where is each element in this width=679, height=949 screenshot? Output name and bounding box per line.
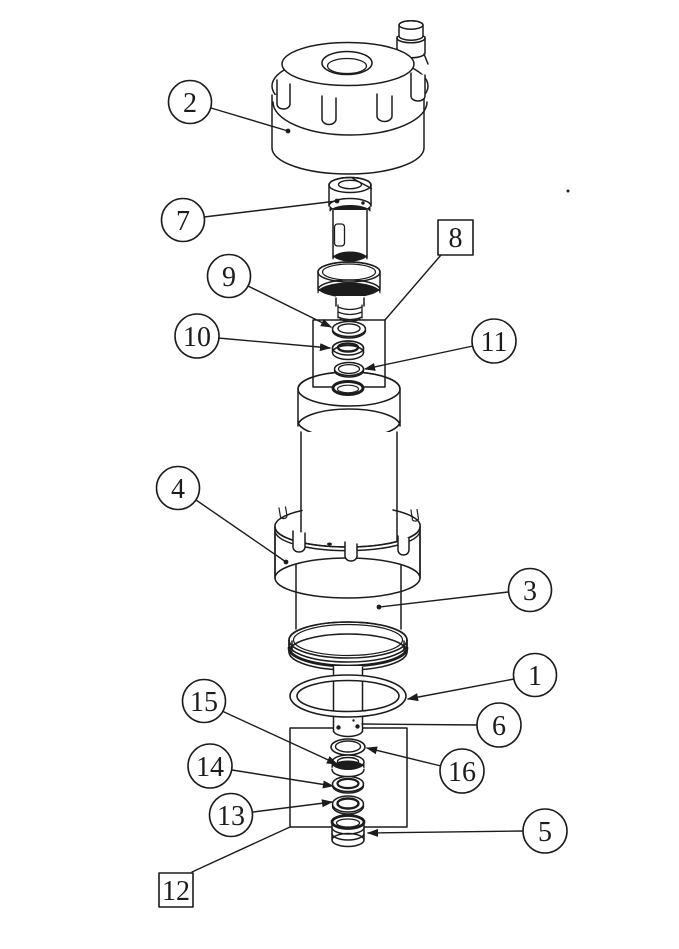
seal-ring-13 [331,795,365,815]
stem-flange [317,261,381,283]
callout-balloon-16 [439,748,485,794]
leader-c5 [366,828,524,837]
callout-balloon-9 [206,253,252,299]
leader-c9 [247,285,333,328]
callout-label-14: 14 [196,752,224,783]
collar-notch [410,508,420,522]
callouts [155,79,568,908]
callout-label-12: 12 [162,876,190,907]
leader-c7 [203,200,338,218]
callout-balloon-4 [155,465,201,511]
callout-balloon-2 [167,79,213,125]
cap-slot [410,72,426,102]
collar-slot [344,541,358,562]
leader-c13 [252,799,334,813]
leader-c3 [378,591,509,608]
leader-c8 [384,254,442,321]
callout-balloon-3 [507,567,553,613]
seal-ring-10 [331,340,365,361]
callout-label-15: 15 [190,687,218,718]
callout-label-9: 9 [222,262,236,293]
seal-ring-16 [330,738,366,756]
o-ring-part [289,674,407,718]
callout-label-7: 7 [176,206,190,237]
valve-stem-part [317,176,381,323]
piston-rod-ports [336,719,360,730]
leader-c16 [365,746,442,767]
stem-slot [333,223,346,247]
leader-c6 [361,723,479,726]
collar-slot [292,530,306,553]
leader-lines [191,107,524,873]
cap-part [271,41,429,175]
leader-c11 [363,345,474,371]
cylinder-body-part [297,371,401,542]
callout-balloon-15 [181,678,227,724]
vent-fitting [396,20,429,69]
leader-c14 [231,769,335,789]
callout-label-1: 1 [528,661,542,692]
callout-balloon-1 [512,652,558,698]
leader-c1 [406,678,515,702]
retaining-collar-part [274,506,421,599]
callout-label-13: 13 [217,801,245,832]
callout-label-16: 16 [448,757,476,788]
callout-balloon-10 [174,313,220,359]
callout-labels: 2 7 9 10 8 11 4 3 1 6 15 14 13 16 5 12 [162,88,552,907]
seal-ring-15 [331,754,365,778]
callout-balloon-6 [476,702,522,748]
callout-balloon-7 [160,197,206,243]
callout-box-8 [437,219,474,256]
seal-ring-9 [331,320,367,339]
cap-slot [276,79,291,110]
cap-rim-line [272,101,428,136]
packing-nut-part [330,814,366,848]
cylinder-top-hole [331,380,365,396]
callout-label-6: 6 [492,711,506,742]
stray-dot [566,189,570,193]
callout-box-12 [158,872,194,908]
callout-label-4: 4 [171,474,185,505]
leader-c15 [221,710,339,765]
collar-slot [397,535,410,556]
cap-top-face [281,41,415,87]
callout-label-5: 5 [538,817,552,848]
callout-label-2: 2 [183,88,197,119]
seal-ring-14 [331,775,365,794]
callout-label-10: 10 [183,322,211,353]
callout-label-11: 11 [481,327,508,358]
cap-slot [376,93,393,123]
lower-cylinder-flange [287,621,409,671]
callout-balloon-14 [187,743,233,789]
callout-balloon-11 [471,318,517,364]
callout-balloon-13 [208,792,254,838]
callout-label-8: 8 [449,223,463,254]
collar-notch [278,506,288,520]
leader-c2 [210,107,289,132]
leader-c4 [195,499,287,563]
callout-balloon-5 [522,808,568,854]
leader-c12 [191,826,291,873]
cap-center-hole [321,50,373,76]
callout-label-3: 3 [523,576,537,607]
leader-c10 [217,337,332,352]
cap-slot [321,95,337,126]
seal-ring-11 [333,361,365,378]
